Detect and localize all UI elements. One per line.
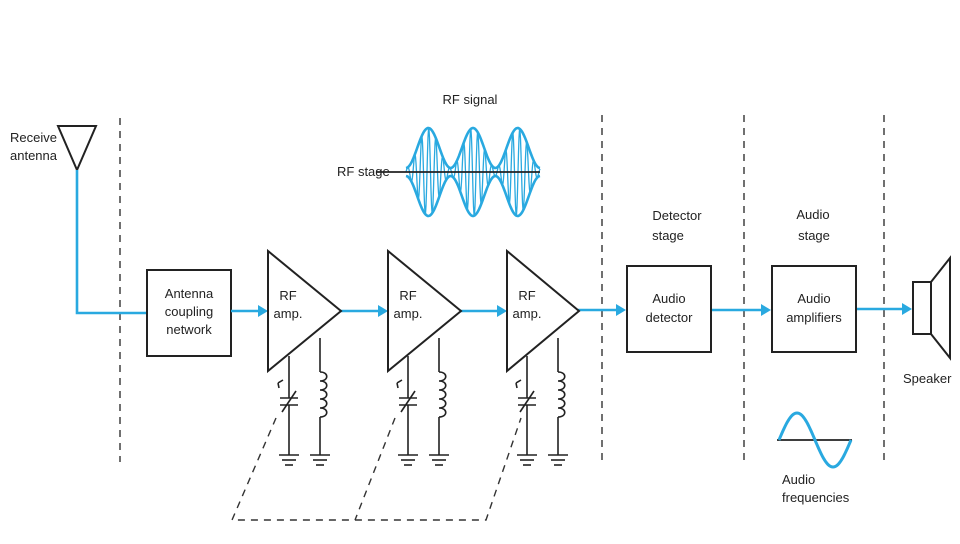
antenna-label-2: antenna bbox=[10, 148, 58, 163]
audio-amplifiers-text-2: amplifiers bbox=[786, 310, 842, 325]
antenna-coupling-block: Antenna coupling network bbox=[146, 269, 232, 357]
audio-frequencies-label-1: Audio bbox=[782, 472, 815, 487]
rf-signal-label: RF signal bbox=[443, 92, 498, 107]
rf-amp-1-text-2: amp. bbox=[274, 306, 303, 321]
rf-stage-label: RF stage bbox=[337, 164, 390, 179]
audio-detector-block: Audio detector bbox=[626, 265, 712, 353]
audio-amplifiers-text-1: Audio bbox=[797, 291, 830, 306]
rf-signal-waveform bbox=[376, 126, 541, 218]
receive-antenna-icon bbox=[56, 125, 146, 315]
detector-stage-label-1: Detector bbox=[652, 208, 702, 223]
antenna-coupling-text-1: Antenna bbox=[165, 286, 214, 301]
detector-stage-label-2: stage bbox=[652, 228, 684, 243]
signal-path bbox=[231, 303, 912, 317]
rf-amp-3: RF amp. bbox=[506, 248, 581, 374]
audio-frequency-waveform bbox=[777, 411, 853, 469]
audio-stage-label-1: Audio bbox=[796, 207, 829, 222]
audio-amplifiers-block: Audio amplifiers bbox=[771, 265, 857, 353]
audio-detector-text-2: detector bbox=[646, 310, 694, 325]
audio-frequencies-label-2: frequencies bbox=[782, 490, 850, 505]
speaker-icon bbox=[912, 255, 951, 361]
antenna-coupling-text-2: coupling bbox=[165, 304, 213, 319]
audio-detector-text-1: Audio bbox=[652, 291, 685, 306]
antenna-coupling-text-3: network bbox=[166, 322, 212, 337]
speaker-label: Speaker bbox=[903, 371, 952, 386]
rf-amp-1: RF amp. bbox=[267, 248, 343, 374]
antenna-label-1: Receive bbox=[10, 130, 57, 145]
stage-dividers bbox=[119, 115, 885, 462]
rf-amp-2: RF amp. bbox=[387, 248, 463, 374]
audio-stage-label-2: stage bbox=[798, 228, 830, 243]
rf-amp-3-text-1: RF bbox=[518, 288, 535, 303]
rf-amp-2-text-1: RF bbox=[399, 288, 416, 303]
tuned-circuit-1 bbox=[277, 338, 330, 466]
rf-amp-1-text-1: RF bbox=[279, 288, 296, 303]
ganged-tuning-link bbox=[230, 417, 522, 521]
rf-amp-2-text-2: amp. bbox=[394, 306, 423, 321]
rf-amp-3-text-2: amp. bbox=[513, 306, 542, 321]
